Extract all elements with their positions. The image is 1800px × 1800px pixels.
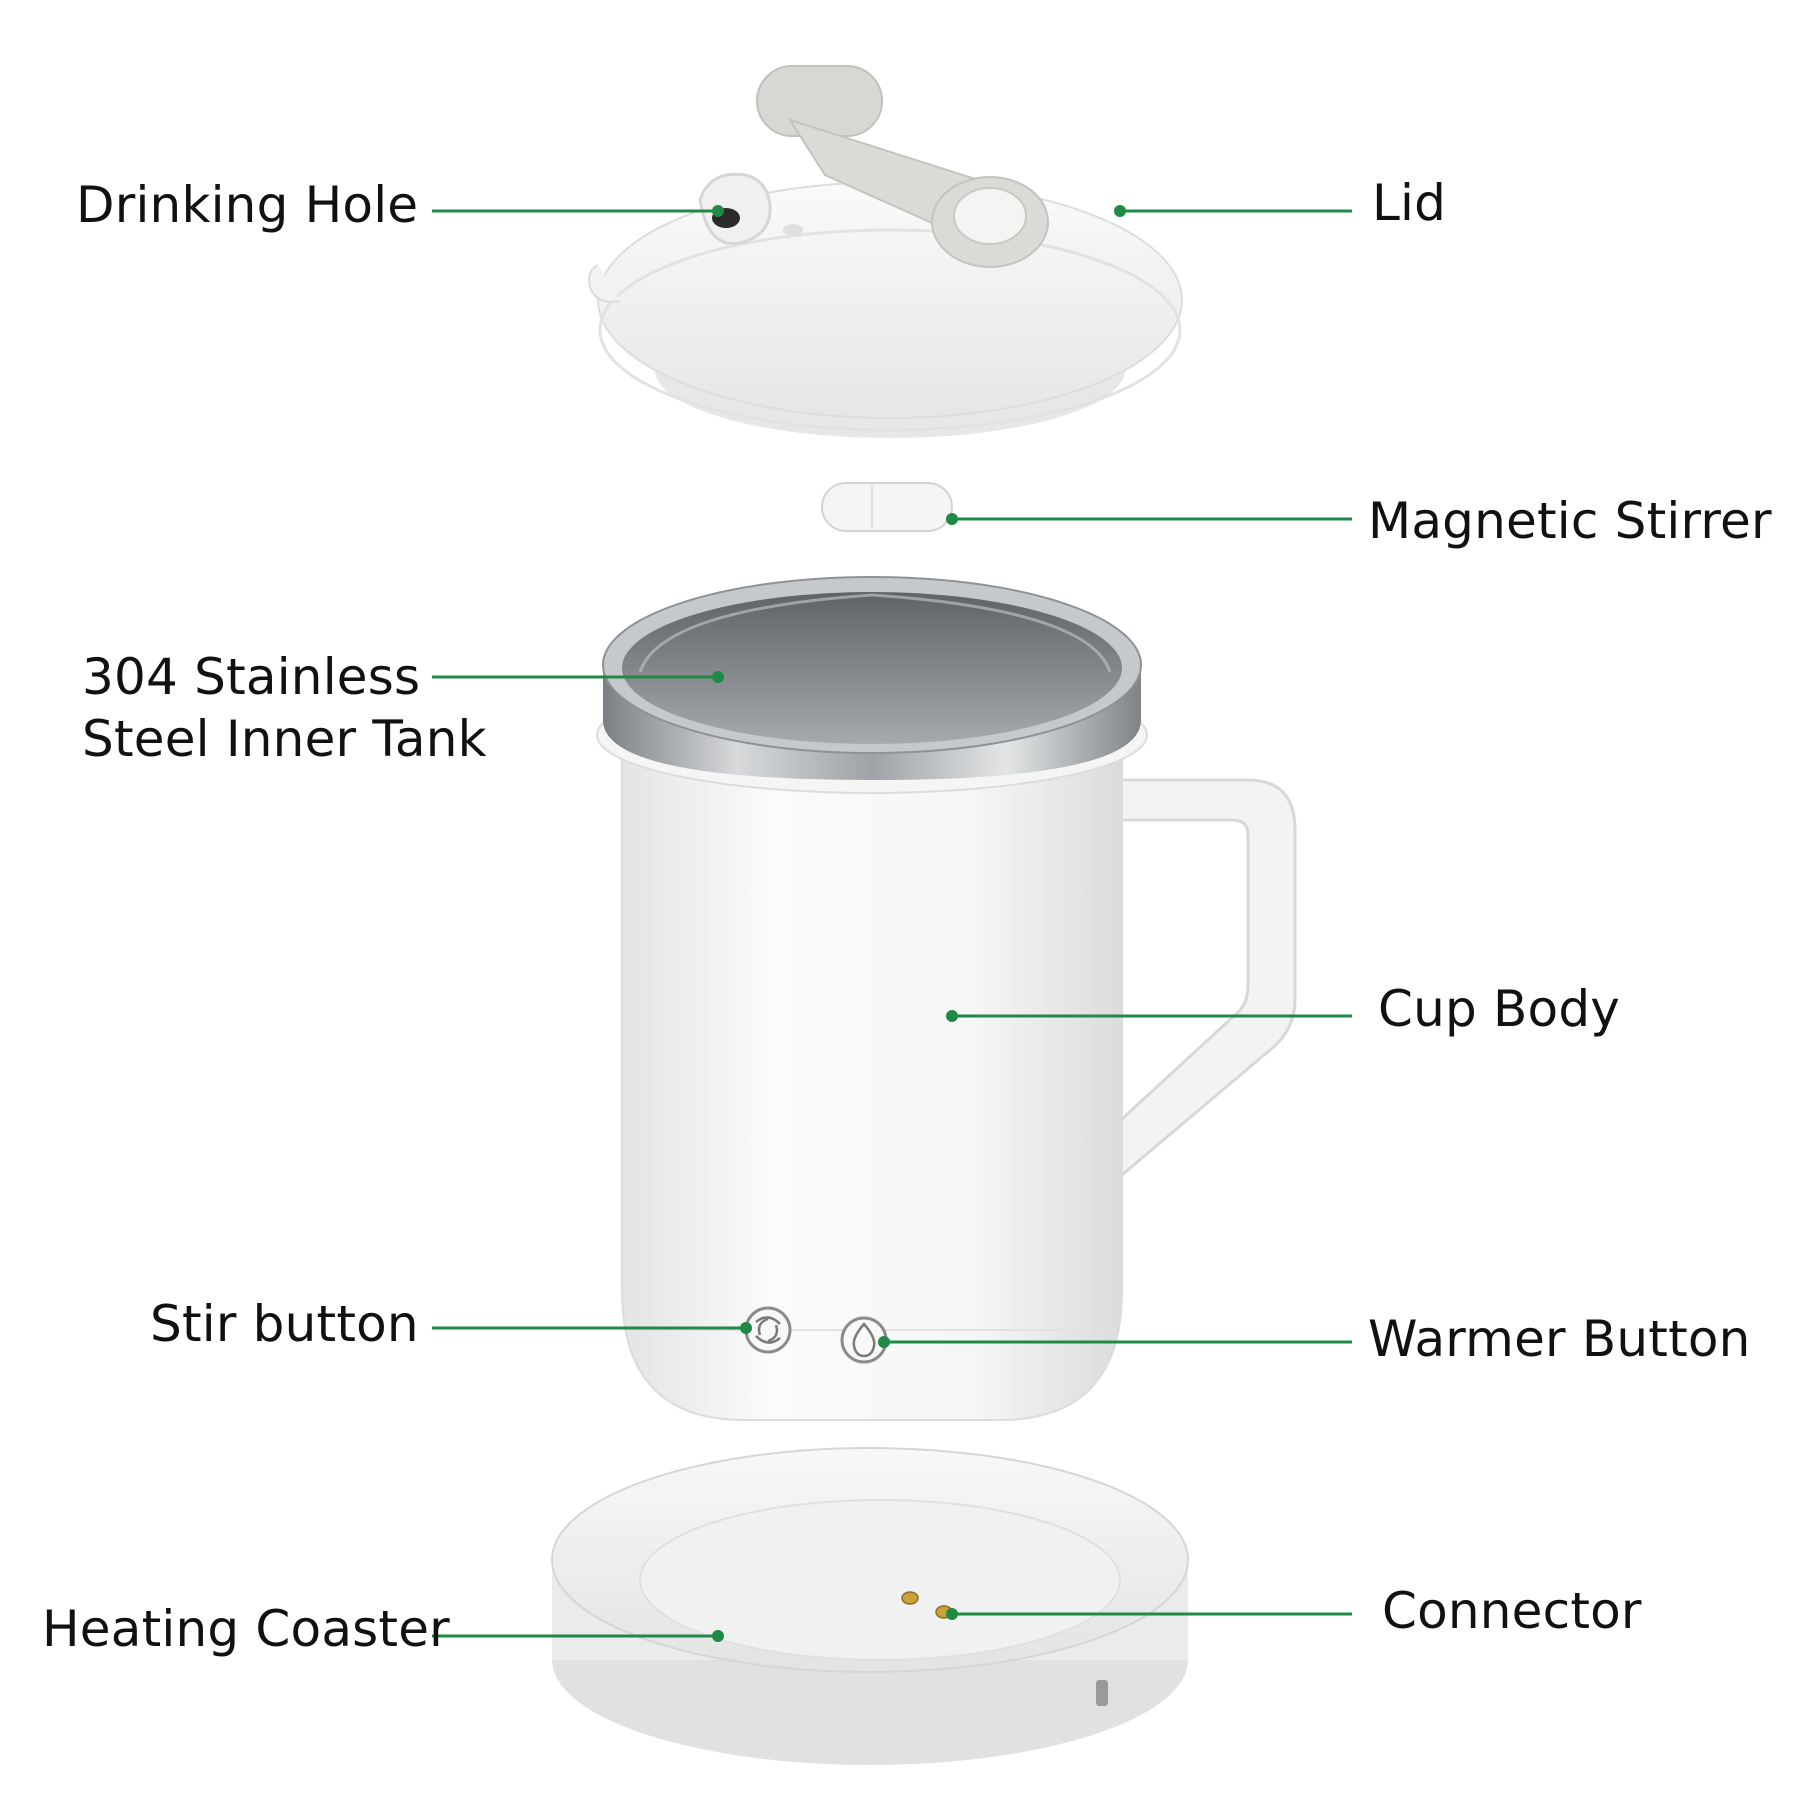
leader-lines xyxy=(432,205,1352,1642)
stir-button-label: Stir button xyxy=(150,1295,419,1353)
magnetic-stirrer-label: Magnetic Stirrer xyxy=(1368,492,1772,550)
inner-tank-label-line1: 304 Stainless xyxy=(82,648,421,706)
lid-label: Lid xyxy=(1372,174,1447,232)
heating-coaster xyxy=(551,1447,1189,1765)
cup xyxy=(596,576,1297,1421)
drinking-hole-label: Drinking Hole xyxy=(76,176,419,234)
inner-tank-label: 304 Stainless Steel Inner Tank xyxy=(82,646,487,770)
heating-coaster-label: Heating Coaster xyxy=(42,1600,450,1658)
cup-handle xyxy=(1108,778,1297,1189)
steel-inner-tank xyxy=(622,592,1122,744)
lid xyxy=(588,65,1183,438)
connector-leader-dot xyxy=(946,1608,958,1620)
warmer-button-label: Warmer Button xyxy=(1368,1310,1751,1368)
inner-tank-leader-dot xyxy=(712,671,724,683)
warmer-drop-icon xyxy=(840,1316,888,1364)
warmer-button-leader-dot xyxy=(878,1336,890,1348)
cup-body-leader-dot xyxy=(946,1010,958,1022)
drinking-hole xyxy=(698,172,803,246)
magnetic-stirrer xyxy=(821,482,953,532)
drinking-hole-leader-dot xyxy=(712,205,724,217)
stir-button-leader-dot xyxy=(740,1322,752,1334)
magnetic-stirrer-leader-dot xyxy=(946,513,958,525)
lid-flip-toggle xyxy=(756,65,1049,268)
inner-tank-label-line2: Steel Inner Tank xyxy=(82,710,487,768)
connector-label: Connector xyxy=(1382,1582,1642,1640)
heating-coaster-leader-dot xyxy=(712,1630,724,1642)
cup-body-label: Cup Body xyxy=(1378,980,1621,1038)
stir-swirl-icon xyxy=(744,1306,792,1354)
lid-leader-dot xyxy=(1114,205,1126,217)
